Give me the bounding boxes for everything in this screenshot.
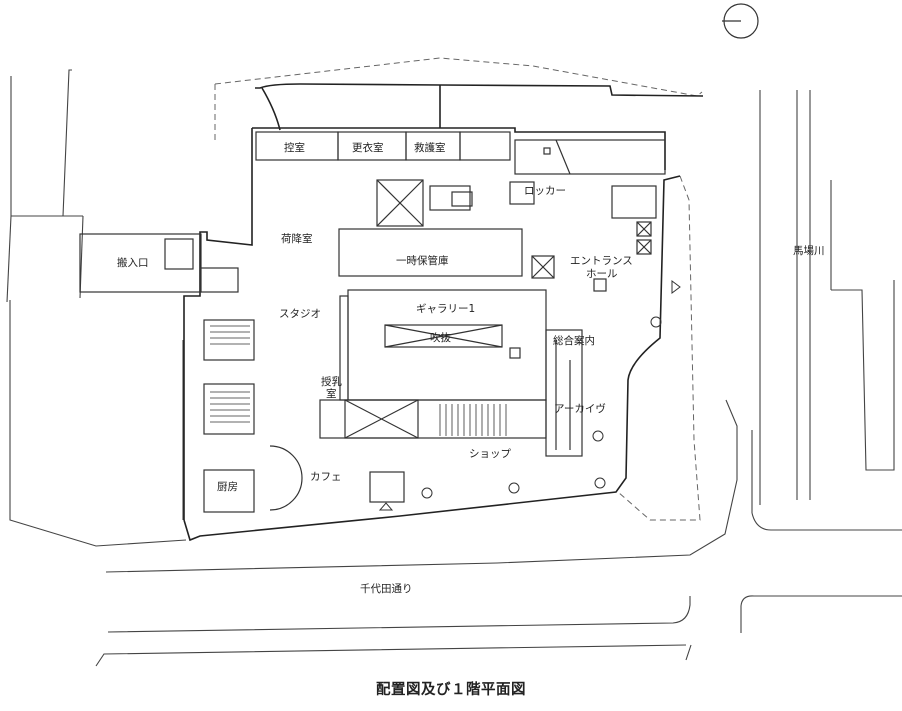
- label-entrance-hall-1: エントランス: [570, 255, 633, 267]
- label-loading-room: 荷降室: [281, 232, 313, 245]
- label-first-aid-room: 救護室: [414, 141, 446, 154]
- label-changing-room: 更衣室: [352, 141, 384, 154]
- top-rooms: [255, 131, 666, 205]
- stairs-left: [203, 319, 255, 435]
- north-arrow-icon: [722, 3, 759, 39]
- lower-hall: [319, 399, 547, 439]
- label-temporary-storage: 一時保管庫: [396, 254, 449, 267]
- label-cafe: カフェ: [310, 471, 342, 483]
- label-studio: スタジオ: [279, 308, 321, 320]
- label-shop: ショップ: [469, 448, 511, 460]
- label-nursing-room-2: 室: [326, 387, 337, 400]
- label-gallery-1: ギャラリー1: [416, 303, 475, 315]
- label-information: 総合案内: [553, 334, 595, 347]
- label-atrium: 吹抜: [430, 331, 451, 344]
- label-archive: アーカイヴ: [554, 402, 606, 415]
- street-labels: 千代田通り 馬場川: [360, 244, 825, 595]
- building-outline: [183, 83, 704, 542]
- room-labels: 控室 更衣室 救護室 ロッカー 荷降室 搬入口 一時保管庫 エントランス ホール…: [117, 141, 633, 493]
- site-context: [6, 69, 902, 667]
- label-entrance-hall-2: ホール: [586, 268, 618, 280]
- entrance-core: [593, 185, 657, 292]
- loading-entrance-area: [79, 233, 239, 293]
- site-boundary: [214, 57, 703, 521]
- temporary-storage-area: [338, 228, 555, 279]
- service-core: [376, 179, 473, 227]
- archive-area: [545, 329, 583, 457]
- label-chiyoda-street: 千代田通り: [360, 583, 413, 595]
- label-control-room: 控室: [284, 141, 305, 154]
- label-locker: ロッカー: [524, 185, 566, 197]
- label-nursing-room-1: 授乳: [321, 375, 342, 388]
- entrance-markers: [378, 280, 681, 511]
- label-loading-entrance: 搬入口: [117, 256, 149, 269]
- drawing-caption: 配置図及び１階平面図: [376, 682, 526, 698]
- kitchen-cafe-area: [203, 445, 405, 513]
- label-kitchen: 厨房: [217, 480, 238, 493]
- label-babagawa: 馬場川: [793, 244, 825, 257]
